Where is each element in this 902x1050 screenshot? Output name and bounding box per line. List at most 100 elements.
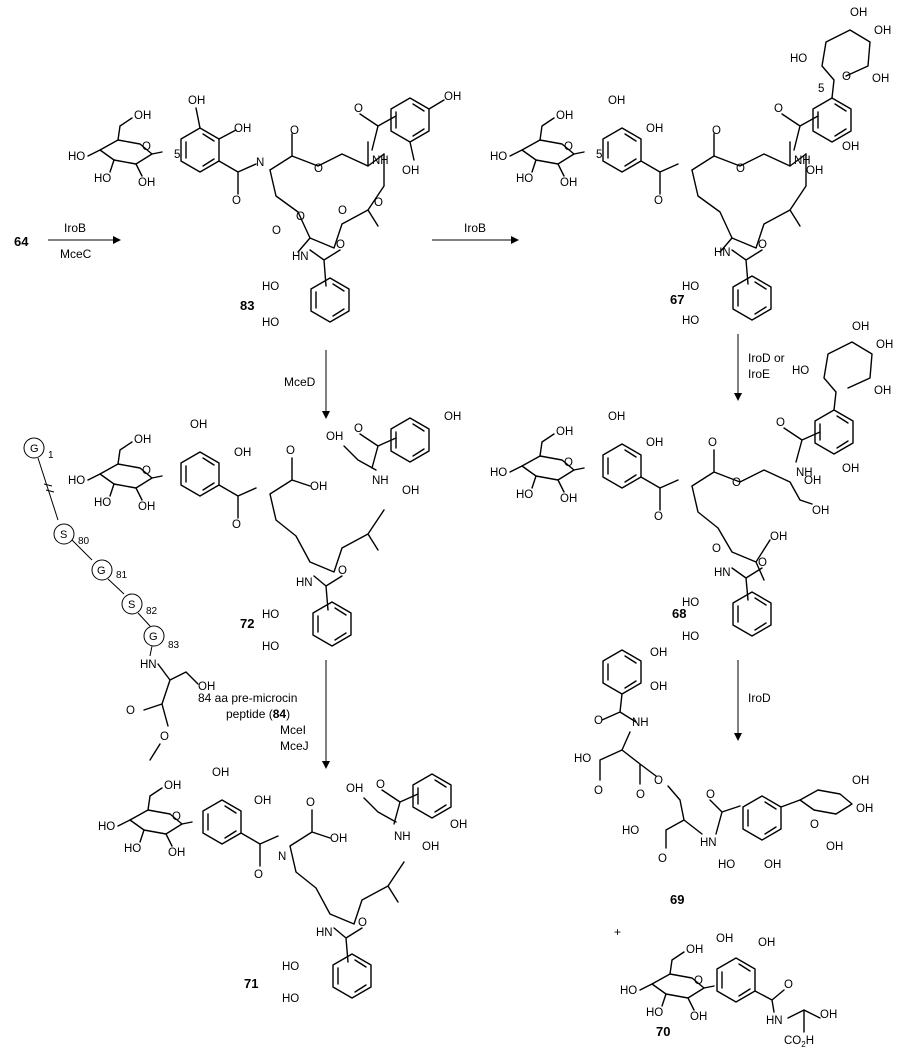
oh-71-b: OH xyxy=(254,795,271,807)
oh-68-a: OH xyxy=(608,411,625,423)
oh-67-glc2-c: HO xyxy=(790,53,807,65)
o-67-a: O xyxy=(654,195,663,207)
nh-72-b: NH xyxy=(372,475,389,487)
o-71-a: O xyxy=(254,869,263,881)
o-67-glc2: O xyxy=(842,71,851,83)
reagent-peptide-84: peptide (84) xyxy=(226,707,290,721)
residue-g1 xyxy=(23,437,45,459)
o-83-a: O xyxy=(232,195,241,207)
oh-72-b: OH xyxy=(234,447,251,459)
oh-83-a: OH xyxy=(188,95,205,107)
oh-71-f: HO xyxy=(282,993,299,1005)
o-72-b: O xyxy=(286,445,295,457)
oh-83-e: HO xyxy=(262,281,279,293)
oh-69-d: OH xyxy=(764,859,781,871)
o-83-c: O xyxy=(296,211,305,223)
residue-s82-text: S xyxy=(128,599,135,611)
oh-68-f: HO xyxy=(682,631,699,643)
oh-69-b: OH xyxy=(650,681,667,693)
oh-68-acid: OH xyxy=(770,531,787,543)
o-71-b: O xyxy=(306,797,315,809)
oh-67-c: OH xyxy=(842,141,859,153)
o-83-d: O xyxy=(338,205,347,217)
compound-72-label: 72 xyxy=(240,616,254,631)
o-83-g: O xyxy=(354,103,363,115)
compound-68-label: 68 xyxy=(672,606,686,621)
o-68-g: O xyxy=(776,417,785,429)
structure-67: 5 OH OH O O O NH O OH OH 5 OH OH HO OH O… xyxy=(489,7,891,327)
residue-g81 xyxy=(91,559,113,581)
o-68-b: O xyxy=(708,437,717,449)
oh-68-b: OH xyxy=(646,437,663,449)
o-83-h: O xyxy=(336,239,345,251)
residue-s80-text: S xyxy=(60,529,67,541)
n-71-a: N xyxy=(278,851,286,863)
hn-67-c: HN xyxy=(714,247,731,259)
structure-72: OH OH O O OH OH NH O OH OH HN O HO HO xyxy=(67,411,461,653)
nh-67-b: NH xyxy=(794,155,811,167)
oh-70-b: OH xyxy=(758,937,775,949)
o-68-ring: O xyxy=(732,477,741,489)
oh-71-e: HO xyxy=(282,961,299,973)
structure-83: 5 OH OH O N HN O O O O O O NH O OH OH HN… xyxy=(67,91,461,329)
o-69-e: O xyxy=(706,789,715,801)
o-69-a: O xyxy=(594,715,603,727)
oh-71-a: OH xyxy=(212,767,229,779)
residue-g1-text: G xyxy=(30,443,39,455)
oh-68-glc2-d: OH xyxy=(874,385,891,397)
oh-67-glc2-b: OH xyxy=(874,25,891,37)
nh-71-b: NH xyxy=(394,831,411,843)
oh-72-ser: OH xyxy=(326,431,343,443)
oh-71-c: OH xyxy=(450,819,467,831)
o-71-ester-co: O xyxy=(126,705,135,717)
reagent-iroB-2: IroB xyxy=(464,221,486,235)
o-68-h: O xyxy=(758,557,767,569)
structure-71: HN OH O O OH OH O N O OH OH NH O OH OH H… xyxy=(97,659,467,1005)
o-83-f: O xyxy=(272,225,281,237)
o-72-g: O xyxy=(354,423,363,435)
residue-g83 xyxy=(143,625,165,647)
oh-68-glc2-b: OH xyxy=(876,339,893,351)
peptide-chain: G 1 S 80 G 81 S 82 G 83 xyxy=(23,437,180,657)
oh-67-f: HO xyxy=(682,315,699,327)
oh-71-acid: OH xyxy=(330,833,347,845)
oh-71-d: OH xyxy=(422,841,439,853)
hn-71-c: HN xyxy=(316,927,333,939)
oh-71-ser: OH xyxy=(346,783,363,795)
oh-68-ser: OH xyxy=(812,505,829,517)
o-67-b: O xyxy=(712,125,721,137)
nh-68-b: NH xyxy=(796,467,813,479)
oh-67-b: OH xyxy=(646,123,663,135)
structure-68: OH OH O O O NH OH O OH OH OH OH HO OH OH… xyxy=(489,321,893,643)
oh-69-glc-a: OH xyxy=(852,775,869,787)
oh-68-glc2-a: OH xyxy=(852,321,869,333)
o-69-b: O xyxy=(594,785,603,797)
pos-5-67: 5 xyxy=(596,149,602,161)
oh-70-a: OH xyxy=(716,933,733,945)
o-72-a: O xyxy=(232,519,241,531)
reagent-mceJ: MceJ xyxy=(280,739,309,753)
oh-83-b: OH xyxy=(234,123,251,135)
o-71-h: O xyxy=(358,917,367,929)
reagent-mceD: MceD xyxy=(284,375,316,389)
o-67-ring: O xyxy=(736,163,745,175)
hn-69-b: HN xyxy=(700,837,717,849)
o-83-e: O xyxy=(374,197,383,209)
nh-83-b: NH xyxy=(372,155,389,167)
oh-83-c: OH xyxy=(444,91,461,103)
oh-72-a: OH xyxy=(190,419,207,431)
hn-72-c: HN xyxy=(296,577,313,589)
hn-68-c: HN xyxy=(714,567,731,579)
oh-69-a: OH xyxy=(650,647,667,659)
reagent-iroE: IroE xyxy=(748,367,770,381)
oh-70-ser: OH xyxy=(820,1009,837,1021)
oh-69-acid2: HO xyxy=(622,825,639,837)
oh-69-acid1: HO xyxy=(574,753,591,765)
reagent-iroD-or: IroD or xyxy=(748,351,785,365)
o-68-c: O xyxy=(712,543,721,555)
o-69-d: O xyxy=(658,853,667,865)
hn-83-c: HN xyxy=(292,251,309,263)
reagent-premicrocin: 84 aa pre-microcin xyxy=(198,691,297,705)
compound-69-label: 69 xyxy=(670,892,684,907)
